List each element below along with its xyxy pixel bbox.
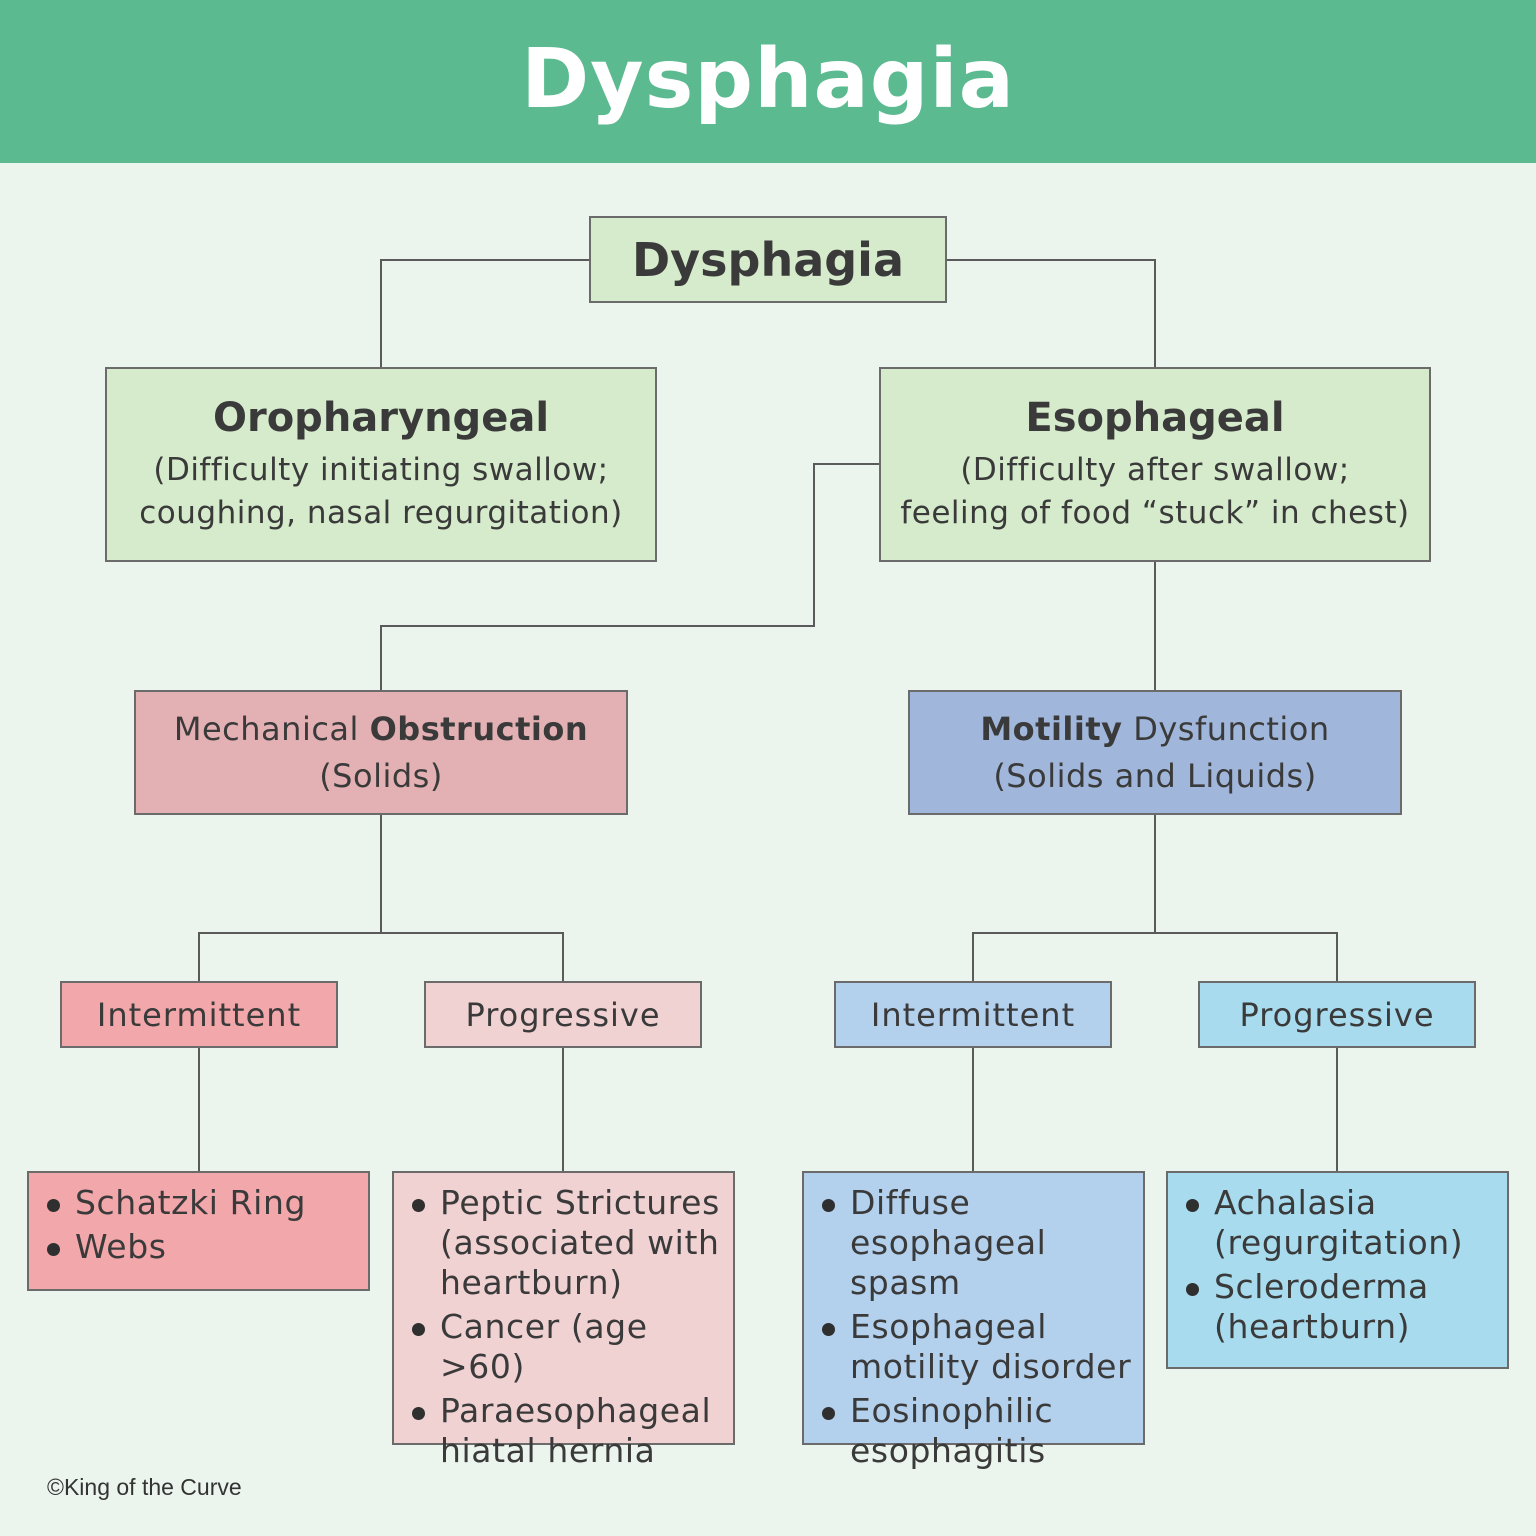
page-title: Dysphagia (521, 32, 1015, 127)
list-item: Scleroderma (heartburn) (1184, 1267, 1463, 1347)
oropharyngeal-desc-line2: coughing, nasal regurgitation) (139, 494, 623, 531)
motility-progressive-node: Progressive (1198, 981, 1476, 1048)
oropharyngeal-node: Oropharyngeal (Difficulty initiating swa… (105, 367, 657, 562)
copyright-notice: ©King of the Curve (47, 1474, 242, 1500)
motility-title: Motility Dysfunction (980, 706, 1329, 752)
connector-esophageal-mechanical (380, 463, 880, 691)
list-item: Webs (45, 1227, 306, 1267)
mechanical-intermittent-label: Intermittent (96, 995, 302, 1034)
esophageal-desc-line1: (Difficulty after swallow; (960, 451, 1350, 488)
motility-intermittent-label: Intermittent (870, 995, 1076, 1034)
motility-dysfunction-node: Motility Dysfunction (Solids and Liquids… (908, 690, 1402, 815)
motility-sub: (Solids and Liquids) (993, 756, 1317, 795)
list-item: Cancer (age >60) (410, 1307, 727, 1387)
list-item: Paraesophageal hiatal hernia (410, 1391, 727, 1471)
list-item: Achalasia (regurgitation) (1184, 1183, 1463, 1263)
title-banner: Dysphagia (0, 0, 1536, 163)
connector-mechanical-branches (198, 932, 564, 982)
mechanical-sub: (Solids) (319, 756, 443, 795)
mechanical-progressive-node: Progressive (424, 981, 702, 1048)
mechanical-prefix: Mechanical (173, 709, 370, 748)
mechanical-intermittent-node: Intermittent (60, 981, 338, 1048)
esophageal-desc-line2: feeling of food “stuck” in chest) (900, 494, 1410, 531)
list-item: Eosinophilic esophagitis (820, 1391, 1137, 1471)
esophageal-node: Esophageal (Difficulty after swallow; fe… (879, 367, 1431, 562)
mechanical-obstruction-node: Mechanical Obstruction (Solids) (134, 690, 628, 815)
connector-root-oropharyngeal (380, 259, 590, 368)
root-label: Dysphagia (631, 232, 904, 287)
oropharyngeal-desc-line1: (Difficulty initiating swallow; (153, 451, 609, 488)
motility-suffix: Dysfunction (1122, 709, 1330, 748)
esophageal-title: Esophageal (1025, 394, 1285, 441)
mechanical-bold: Obstruction (369, 709, 589, 748)
oropharyngeal-title: Oropharyngeal (212, 394, 550, 441)
list-item: Esophageal motility disorder (820, 1307, 1137, 1387)
mechanical-progressive-label: Progressive (465, 995, 661, 1034)
connector-motility-branches (972, 932, 1338, 982)
motility-progressive-label: Progressive (1239, 995, 1435, 1034)
motility-progressive-list: Achalasia (regurgitation) Scleroderma (h… (1166, 1171, 1509, 1369)
mechanical-title: Mechanical Obstruction (174, 706, 588, 752)
motility-intermittent-node: Intermittent (834, 981, 1112, 1048)
mechanical-intermittent-list: Schatzki Ring Webs (27, 1171, 370, 1291)
connector-root-esophageal (946, 259, 1156, 368)
list-item: Schatzki Ring (45, 1183, 306, 1223)
root-node: Dysphagia (589, 216, 947, 303)
motility-bold: Motility (980, 709, 1123, 748)
motility-intermittent-list: Diffuse esophageal spasm Esophageal moti… (802, 1171, 1145, 1470)
list-item: Diffuse esophageal spasm (820, 1183, 1137, 1303)
mechanical-progressive-list: Peptic Strictures (associated with heart… (392, 1171, 735, 1470)
list-item: Peptic Strictures (associated with heart… (410, 1183, 727, 1303)
